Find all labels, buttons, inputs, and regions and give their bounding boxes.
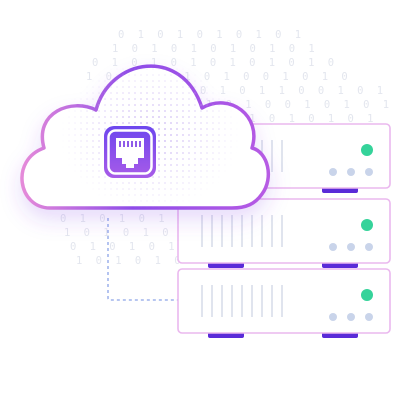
binary-digits-row: 0 1 0 1 1 0 0 1 0 1 bbox=[200, 85, 387, 97]
server-rack-icon bbox=[177, 268, 391, 338]
status-dot bbox=[329, 243, 337, 251]
status-dot bbox=[329, 168, 337, 176]
status-dot bbox=[365, 243, 373, 251]
binary-digits-row: 1 0 1 0 1 0 0 1 bbox=[64, 227, 211, 239]
status-led bbox=[361, 289, 373, 301]
status-led bbox=[361, 144, 373, 156]
status-dot bbox=[347, 313, 355, 321]
binary-digits-row: 0 1 0 1 0 1 0 bbox=[70, 241, 198, 253]
status-dot bbox=[365, 313, 373, 321]
status-dot bbox=[347, 168, 355, 176]
binary-digits-row: 1 0 1 0 1 0 bbox=[76, 255, 184, 267]
server-rack-icon bbox=[177, 198, 391, 268]
ethernet-port-icon bbox=[104, 126, 156, 178]
status-dot bbox=[329, 313, 337, 321]
status-dot bbox=[347, 243, 355, 251]
binary-digits-row: 1 0 1 0 0 1 0 1 0 1 bbox=[206, 99, 393, 111]
binary-digits-row: 0 1 0 1 0 1 0 1 bbox=[60, 213, 207, 225]
status-led bbox=[361, 219, 373, 231]
connector-dashed-line bbox=[107, 218, 178, 301]
status-dot bbox=[365, 168, 373, 176]
binary-digits-row: 0 1 0 1 0 1 0 1 0 1 bbox=[118, 29, 305, 41]
binary-digits-row: 1 0 1 0 1 0 1 0 1 0 1 bbox=[112, 43, 318, 55]
